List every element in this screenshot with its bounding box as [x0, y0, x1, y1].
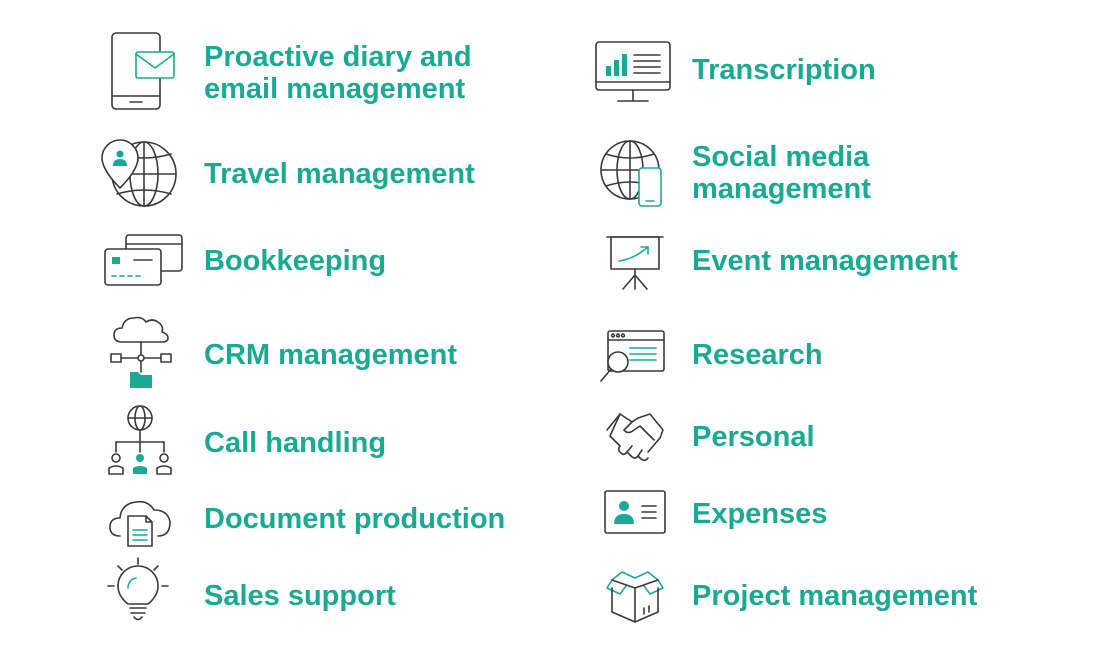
presentation-board-icon — [606, 236, 664, 290]
service-label: Proactive diary and email management — [204, 41, 472, 105]
service-label: Social media management — [692, 141, 871, 205]
cards-icon — [104, 234, 183, 286]
tablet-email-icon — [111, 32, 175, 110]
service-label: Sales support — [204, 580, 396, 612]
monitor-chart-icon — [595, 41, 671, 102]
service-label: Bookkeeping — [204, 245, 387, 277]
service-label: CRM management — [204, 339, 457, 371]
service-label: Document production — [204, 503, 506, 535]
cloud-document-icon — [109, 500, 171, 547]
service-label: Research — [692, 339, 823, 371]
service-label: Travel management — [204, 158, 475, 190]
globe-hierarchy-icon — [108, 405, 172, 475]
handshake-icon — [606, 413, 664, 462]
service-label: Project management — [692, 580, 978, 612]
globe-location-icon — [101, 139, 177, 207]
service-label: Transcription — [692, 54, 876, 86]
service-label: Event management — [692, 245, 958, 277]
cloud-network-icon — [110, 316, 172, 388]
open-box-icon — [606, 571, 664, 623]
globe-phone-icon — [600, 140, 662, 207]
browser-search-icon — [600, 330, 665, 382]
service-label: Expenses — [692, 498, 828, 530]
id-card-icon — [604, 490, 666, 534]
service-label: Personal — [692, 421, 815, 453]
service-label: Call handling — [204, 427, 387, 459]
lightbulb-icon — [107, 557, 169, 621]
